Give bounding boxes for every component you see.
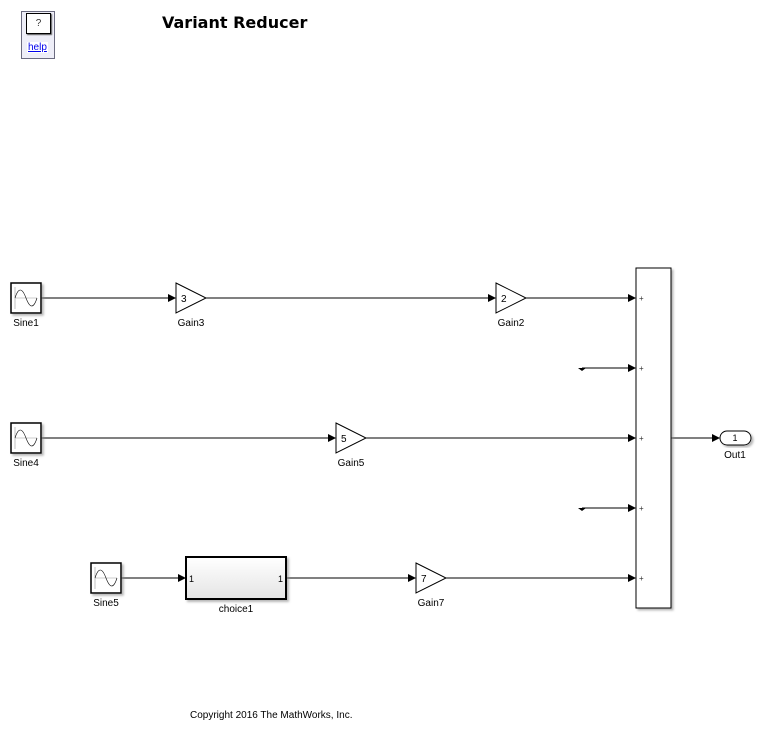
sum-block[interactable]: + + + + + [635,267,672,609]
model-title: Variant Reducer [162,13,308,32]
sine4-block[interactable]: Sine4 [10,422,42,469]
sum-port-sign: + [639,294,644,303]
sine4-label: Sine4 [13,458,39,469]
sum-port-sign: + [639,574,644,583]
sine5-block[interactable]: Sine5 [90,562,122,609]
sine1-block[interactable]: Sine1 [10,282,42,329]
sum-port-sign: + [639,434,644,443]
gain3-value: 3 [181,294,187,305]
sum-port-sign: + [639,364,644,373]
help-button[interactable]: ? [26,13,51,34]
dangling-end-2 [578,368,586,371]
choice1-subsystem[interactable]: 1 1 choice1 [185,556,287,615]
sine-wave-icon [14,427,38,449]
sine-wave-icon [94,567,118,589]
gain2-block[interactable]: 2 Gain2 [495,282,528,329]
gain3-label: Gain3 [178,318,205,329]
out1-label: Out1 [724,450,746,461]
gain3-block[interactable]: 3 Gain3 [175,282,208,329]
out1-value: 1 [732,433,737,443]
gain7-block[interactable]: 7 Gain7 [415,562,448,609]
sum-port-sign: + [639,504,644,513]
gain2-label: Gain2 [498,318,525,329]
gain5-label: Gain5 [338,458,365,469]
gain5-block[interactable]: 5 Gain5 [335,422,368,469]
sine1-label: Sine1 [13,318,39,329]
choice1-label: choice1 [219,604,254,615]
sine-wave-icon [14,287,38,309]
sine5-label: Sine5 [93,598,119,609]
gain2-value: 2 [501,294,507,305]
dangling-end-4 [578,508,586,511]
signal-lines [41,294,720,582]
out1-block[interactable]: 1 Out1 [719,430,752,461]
choice1-out-port: 1 [278,574,283,584]
gain7-value: 7 [421,574,427,585]
copyright-text: Copyright 2016 The MathWorks, Inc. [190,710,353,721]
help-block: ? help [21,11,55,59]
choice1-in-port: 1 [189,574,194,584]
gain7-label: Gain7 [418,598,445,609]
help-link[interactable]: help [27,42,48,53]
gain5-value: 5 [341,434,347,445]
